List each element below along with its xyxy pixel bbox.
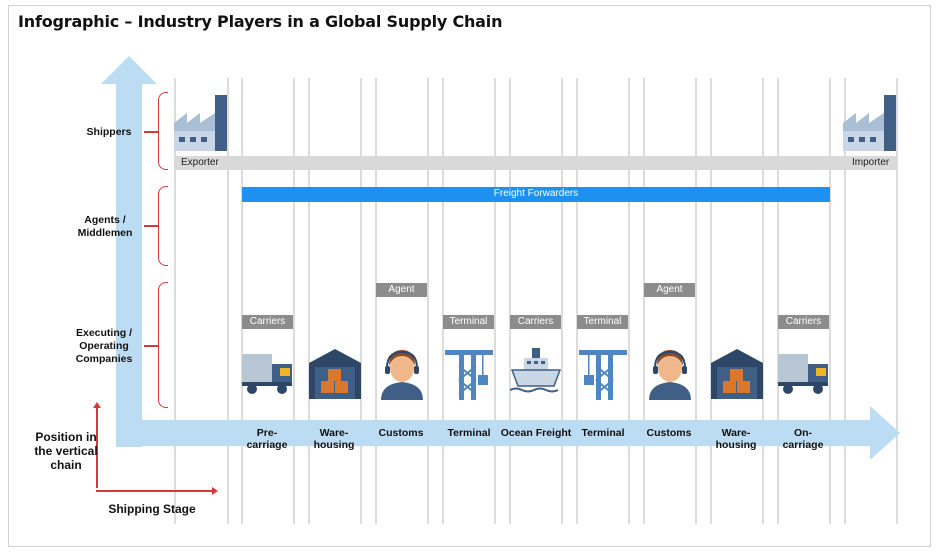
legend-horizontal-axis bbox=[96, 490, 212, 492]
tag-carriers-pre: Carriers bbox=[242, 315, 293, 329]
row-label-executing: Executing / Operating Companies bbox=[75, 327, 133, 365]
agents-bracket-tick bbox=[144, 225, 158, 227]
stage-terminal-2: Terminal bbox=[581, 427, 625, 439]
tag-terminal-export: Terminal bbox=[443, 315, 494, 329]
terminal-crane-icon-1 bbox=[445, 350, 493, 400]
shippers-bracket-tick bbox=[144, 131, 158, 133]
exporter-factory-icon bbox=[174, 95, 227, 151]
warehouse-icon bbox=[309, 349, 361, 399]
importer-label: Importer bbox=[852, 157, 890, 168]
ship-icon bbox=[510, 348, 562, 393]
executing-bracket bbox=[158, 282, 168, 408]
freight-forwarders-label: Freight Forwarders bbox=[493, 188, 579, 199]
customs-agent-icon bbox=[381, 350, 423, 400]
stage-ocean-freight: Ocean Freight bbox=[500, 427, 572, 439]
tag-agent-export: Agent bbox=[376, 283, 427, 297]
warehouse-icon-2 bbox=[711, 349, 763, 399]
stage-on-carriage: On- carriage bbox=[782, 427, 824, 451]
stage-terminal-1: Terminal bbox=[447, 427, 491, 439]
customs-agent-icon-2 bbox=[649, 350, 691, 400]
shippers-bar bbox=[174, 156, 897, 170]
page-title: Infographic – Industry Players in a Glob… bbox=[18, 12, 503, 31]
importer-factory-icon bbox=[843, 95, 896, 151]
tag-terminal-import: Terminal bbox=[577, 315, 628, 329]
horizontal-axis-label: Shipping Stage bbox=[108, 502, 196, 516]
stage-warehousing-1: Ware- housing bbox=[313, 427, 355, 451]
legend-horizontal-arrowhead bbox=[212, 487, 218, 495]
exporter-label: Exporter bbox=[181, 157, 219, 168]
tag-agent-import: Agent bbox=[644, 283, 695, 297]
freight-forwarders-bar bbox=[242, 187, 830, 202]
truck-icon bbox=[242, 354, 292, 394]
shippers-bracket bbox=[158, 92, 168, 170]
legend-vertical-axis bbox=[96, 404, 98, 488]
stage-customs-2: Customs bbox=[646, 427, 692, 439]
tag-carriers-ocean: Carriers bbox=[510, 315, 561, 329]
vertical-axis-label: Position in the vertical chain bbox=[34, 430, 98, 472]
tag-carriers-on: Carriers bbox=[778, 315, 829, 329]
vertical-axis-arrowhead bbox=[101, 56, 157, 84]
vertical-axis-arrow bbox=[116, 82, 142, 447]
infographic-frame bbox=[8, 5, 931, 547]
row-label-agents: Agents / Middlemen bbox=[77, 214, 133, 239]
row-label-shippers: Shippers bbox=[86, 126, 132, 138]
stage-pre-carriage: Pre- carriage bbox=[246, 427, 288, 451]
executing-bracket-tick bbox=[144, 345, 158, 347]
legend-vertical-arrowhead bbox=[93, 402, 101, 408]
terminal-crane-icon-2 bbox=[579, 350, 627, 400]
stage-customs-1: Customs bbox=[378, 427, 424, 439]
agents-bracket bbox=[158, 186, 168, 266]
stage-warehousing-2: Ware- housing bbox=[715, 427, 757, 451]
truck-icon-2 bbox=[778, 354, 828, 394]
horizontal-axis-arrow bbox=[116, 420, 872, 446]
horizontal-axis-arrowhead bbox=[870, 406, 900, 460]
